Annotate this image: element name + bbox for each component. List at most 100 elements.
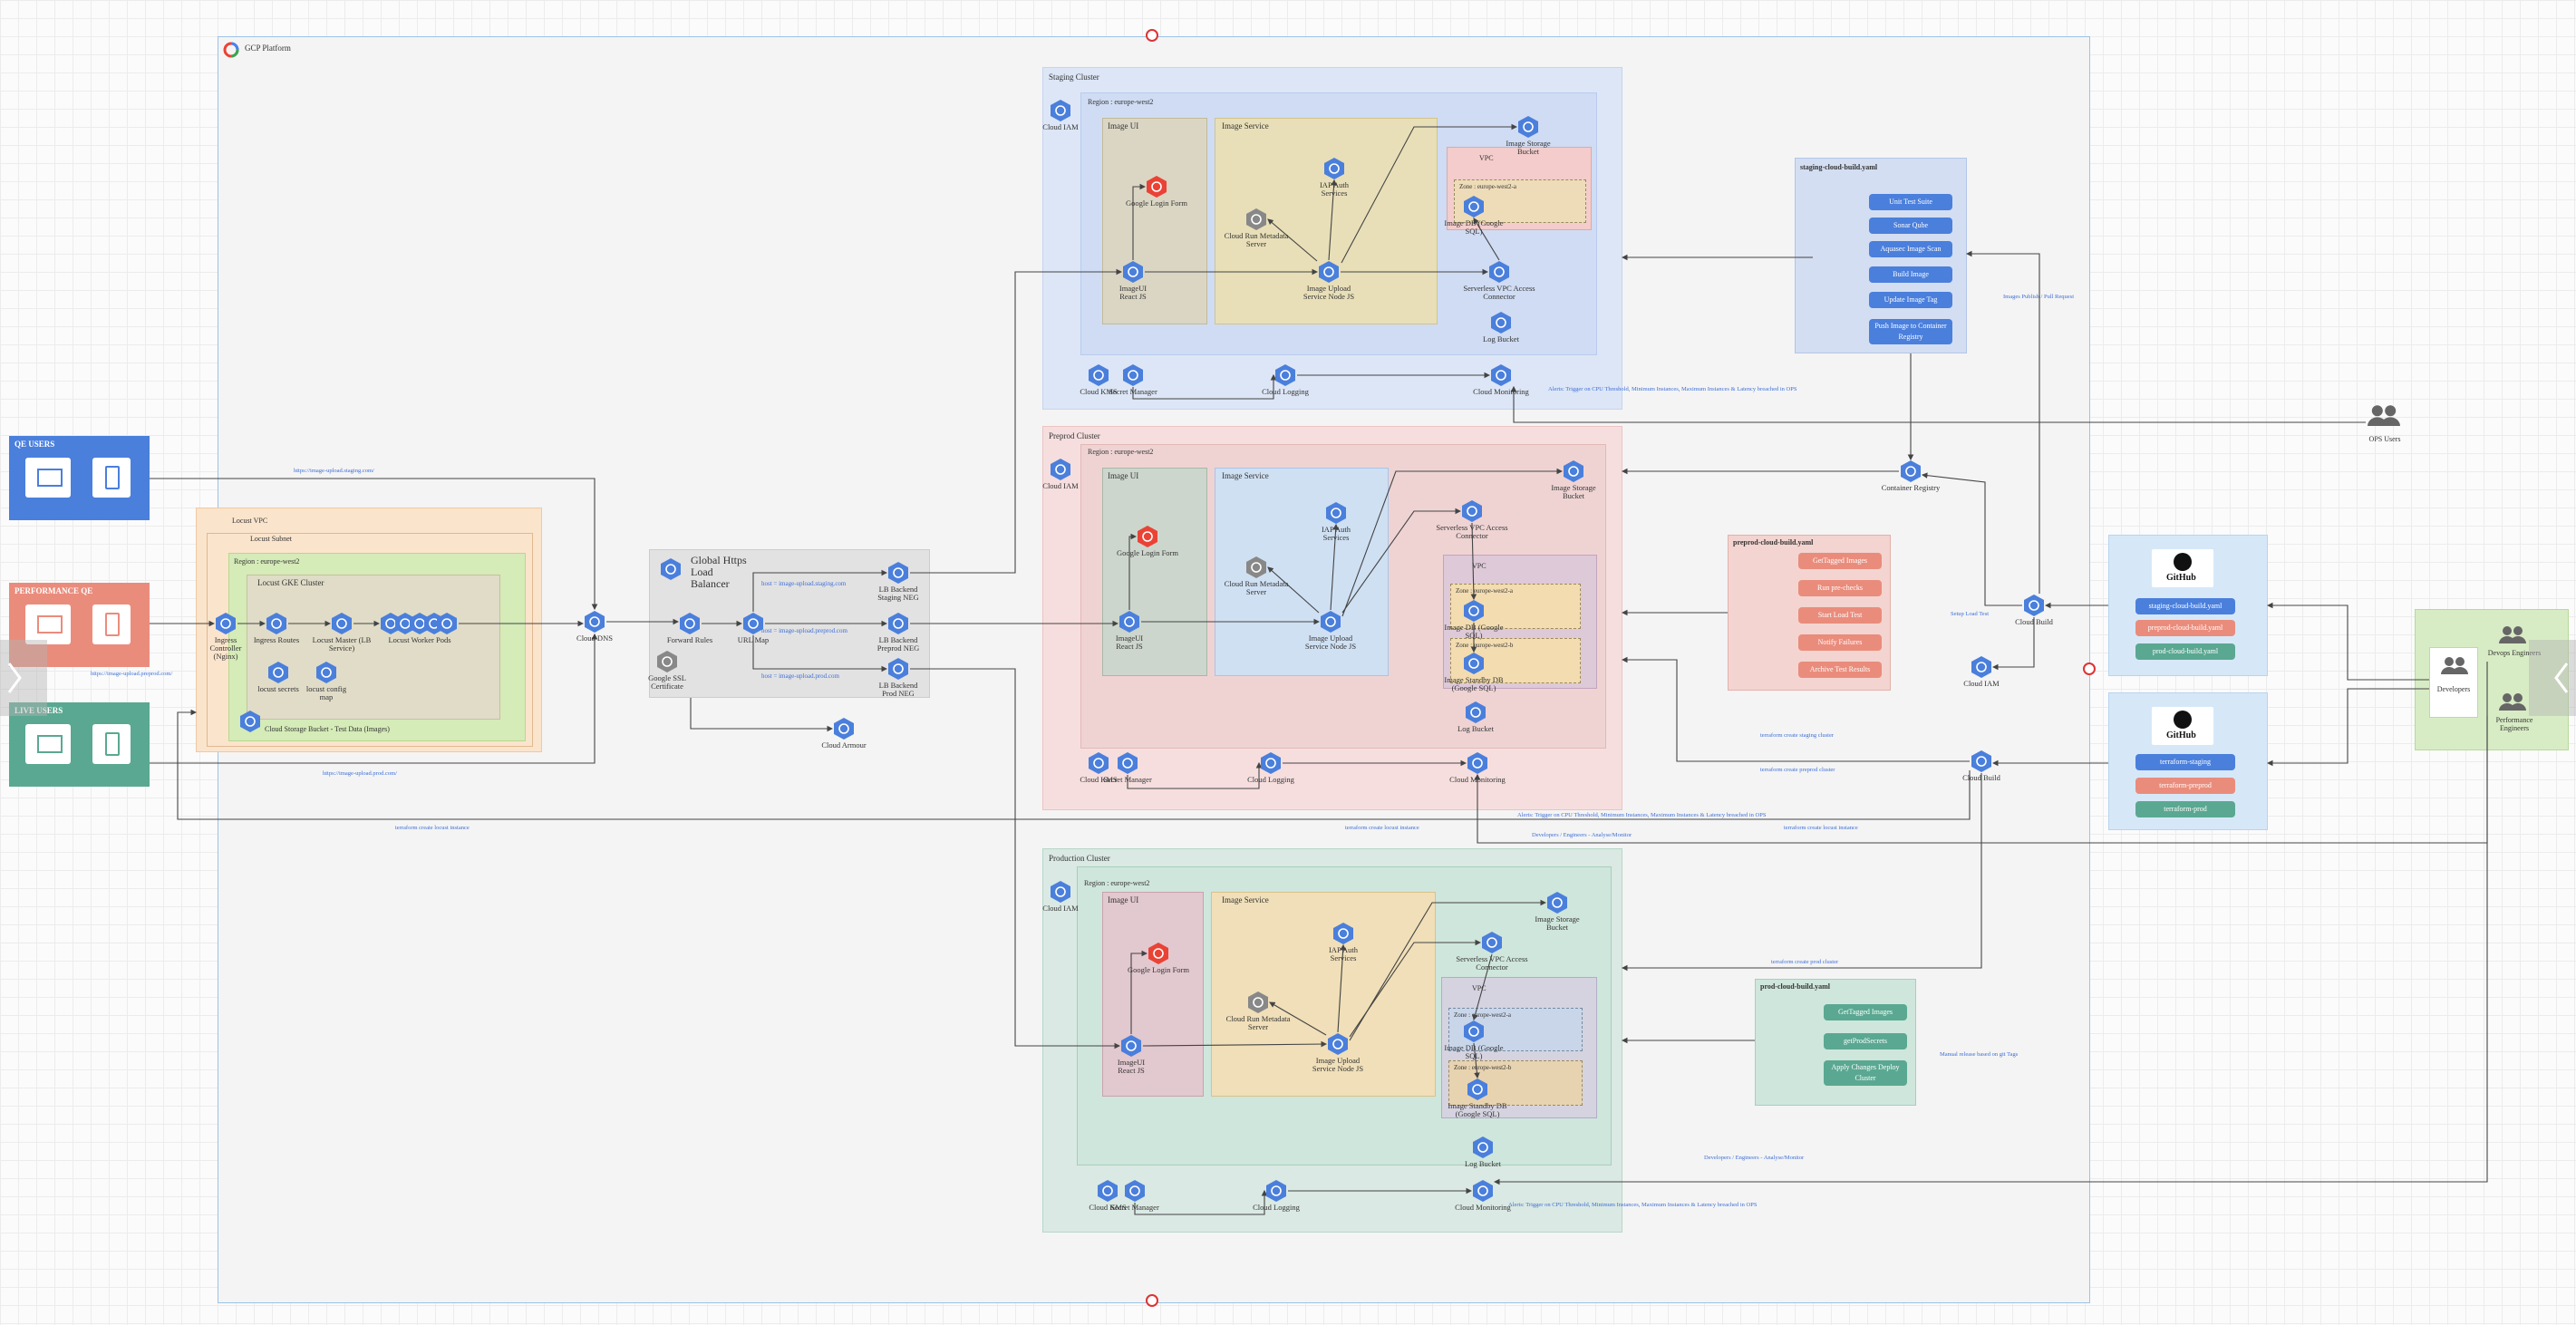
staging-iap-icon[interactable] <box>1322 157 1346 180</box>
locust-worker-icon[interactable] <box>435 612 459 635</box>
cloud-build-1-icon[interactable] <box>2022 594 2046 617</box>
prod-step[interactable]: Apply Changes Deploy Cluster <box>1824 1060 1907 1086</box>
cloud-armour-icon[interactable] <box>832 717 856 740</box>
locust-secrets-icon[interactable] <box>266 661 290 684</box>
repo-file[interactable]: preprod-cloud-build.yaml <box>2135 620 2235 636</box>
forward-rules-icon[interactable] <box>678 612 702 635</box>
resize-handle-bottom[interactable] <box>1146 1294 1158 1307</box>
production-cloud-kms-icon[interactable] <box>1096 1179 1119 1203</box>
production-vpc-connector-icon[interactable] <box>1480 931 1504 954</box>
preprod-vpc-connector-icon[interactable] <box>1460 499 1484 523</box>
production-region-label: Region : europe-west2 <box>1084 879 1150 887</box>
production-storage-bucket-icon[interactable] <box>1545 891 1569 914</box>
preprod-cloud-kms-icon[interactable] <box>1087 751 1110 775</box>
staging-step[interactable]: Sonar Qube <box>1869 218 1952 234</box>
preprod-cloud-monitoring-icon[interactable] <box>1466 751 1489 775</box>
staging-log-bucket-icon[interactable] <box>1489 311 1513 334</box>
staging-image-db-icon[interactable] <box>1462 195 1486 218</box>
repo-file[interactable]: terraform-preprod <box>2135 778 2235 794</box>
preprod-standby-db-icon[interactable] <box>1462 652 1486 675</box>
right-arrow-icon[interactable] <box>2529 640 2576 716</box>
preprod-step[interactable]: Notify Failures <box>1798 634 1882 651</box>
preprod-cloud-run-meta-icon[interactable] <box>1244 556 1268 579</box>
locust-master-icon[interactable] <box>330 612 353 635</box>
staging-gl-form-label: Google Login Form <box>1126 198 1187 208</box>
repo-file[interactable]: prod-cloud-build.yaml <box>2135 643 2235 660</box>
production-cloud-monitoring-icon[interactable] <box>1471 1179 1495 1203</box>
neg-staging-icon[interactable] <box>886 561 910 585</box>
preprod-upload-service-icon[interactable] <box>1319 610 1342 633</box>
staging-storage-bucket-icon[interactable] <box>1516 115 1540 139</box>
preprod-step[interactable]: GetTagged Images <box>1798 553 1882 569</box>
qe-users-card[interactable]: QE USERS <box>9 436 150 520</box>
preprod-cloud-logging-icon[interactable] <box>1259 751 1283 775</box>
staging-step[interactable]: Push Image to Container Registry <box>1869 319 1952 344</box>
left-arrow-icon[interactable] <box>0 640 47 716</box>
staging-step[interactable]: Unit Test Suite <box>1869 194 1952 210</box>
preprod-step[interactable]: Run pre-checks <box>1798 580 1882 596</box>
preprod-iap-icon[interactable] <box>1324 501 1348 525</box>
neg-preprod-icon[interactable] <box>886 612 910 635</box>
neg-prod-icon[interactable] <box>886 657 910 681</box>
production-upload-service-icon[interactable] <box>1326 1032 1350 1056</box>
production-gl-form-label: Google Login Form <box>1128 965 1189 974</box>
production-image-ui-react-icon[interactable] <box>1119 1034 1143 1058</box>
staging-upload-service-icon[interactable] <box>1317 260 1341 284</box>
cloud-build-2-icon[interactable] <box>1970 750 1993 773</box>
preprod-cloud-iam-icon[interactable] <box>1049 458 1072 481</box>
staging-cloud-logging-icon[interactable] <box>1273 363 1297 387</box>
preprod-storage-bucket-icon[interactable] <box>1562 459 1585 483</box>
preprod-step[interactable]: Start Load Test <box>1798 607 1882 624</box>
resize-handle-right[interactable] <box>2083 662 2096 675</box>
preprod-image-ui-react-icon[interactable] <box>1118 610 1141 633</box>
ingress-controller-icon[interactable] <box>214 612 237 635</box>
perf-qe-card[interactable]: PERFORMANCE QE <box>9 583 150 667</box>
preprod-secret-manager-icon[interactable] <box>1116 751 1139 775</box>
staging-secret-manager-icon[interactable] <box>1121 363 1145 387</box>
prod-step[interactable]: getProdSecrets <box>1824 1033 1907 1049</box>
staging-cloud-monitoring-icon[interactable] <box>1489 363 1513 387</box>
people-icon <box>2440 656 2469 674</box>
resize-handle-top[interactable] <box>1146 29 1158 42</box>
cloud-dns-icon[interactable] <box>583 610 606 633</box>
staging-step[interactable]: Update Image Tag <box>1869 292 1952 308</box>
url-map-icon[interactable] <box>741 612 765 635</box>
preprod-log-bucket-icon[interactable] <box>1464 701 1487 724</box>
repo-file[interactable]: staging-cloud-build.yaml <box>2135 598 2235 614</box>
production-log-bucket-icon[interactable] <box>1471 1136 1495 1159</box>
production-cloud-logging-icon[interactable] <box>1264 1179 1288 1203</box>
live-users-card[interactable]: LIVE USERS <box>9 702 150 787</box>
lb-logo-icon[interactable] <box>659 557 683 581</box>
staging-step[interactable]: Aquasec Image Scan <box>1869 241 1952 257</box>
production-secret-manager-icon[interactable] <box>1123 1179 1147 1203</box>
production-cloud-run-meta-icon[interactable] <box>1246 991 1270 1014</box>
production-image-db-icon[interactable] <box>1462 1020 1486 1043</box>
locust-subnet-label: Locust Subnet <box>250 535 292 543</box>
prod-step[interactable]: GetTagged Images <box>1824 1004 1907 1020</box>
production-gl-form-icon[interactable] <box>1147 942 1170 965</box>
staging-zone-a-label: Zone : europe-west2-a <box>1459 183 1516 190</box>
staging-cloud-run-meta-icon[interactable] <box>1244 208 1268 231</box>
repo-file[interactable]: terraform-prod <box>2135 801 2235 817</box>
staging-step[interactable]: Build Image <box>1869 266 1952 283</box>
production-iap-icon[interactable] <box>1332 922 1355 945</box>
preprod-step[interactable]: Archive Test Results <box>1798 662 1882 678</box>
staging-cloud-kms-icon[interactable] <box>1087 363 1110 387</box>
preprod-image-db-icon[interactable] <box>1462 599 1486 623</box>
locust-bucket-icon[interactable] <box>238 710 262 733</box>
staging-vpc-connector-icon[interactable] <box>1487 260 1511 284</box>
staging-gl-form-icon[interactable] <box>1145 175 1168 198</box>
staging-cloud-iam-icon[interactable] <box>1049 99 1072 122</box>
ingress-routes-icon[interactable] <box>265 612 288 635</box>
production-standby-db-icon[interactable] <box>1466 1078 1489 1101</box>
production-storage-bucket-label: Image Storage Bucket <box>1535 914 1580 932</box>
cloud-iam-build-icon[interactable] <box>1970 655 1993 679</box>
locust-config-icon[interactable] <box>315 661 338 684</box>
production-cloud-iam-icon[interactable] <box>1049 880 1072 904</box>
preprod-gl-form-icon[interactable] <box>1136 525 1159 548</box>
production-cluster-label: Production Cluster <box>1049 854 1110 863</box>
staging-image-ui-react-icon[interactable] <box>1121 260 1145 284</box>
repo-file[interactable]: terraform-staging <box>2135 754 2235 770</box>
ssl-cert-icon[interactable] <box>655 650 679 673</box>
container-registry-icon[interactable] <box>1899 459 1922 483</box>
